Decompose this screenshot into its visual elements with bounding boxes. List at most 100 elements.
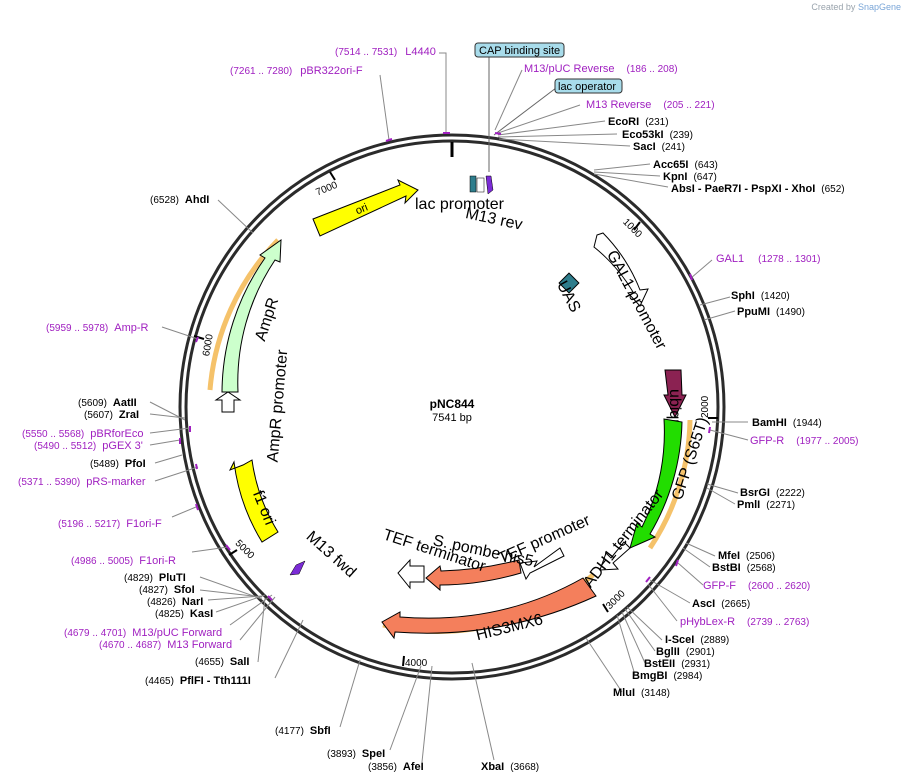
feature-ori-label: ori — [354, 202, 370, 218]
feature-gfp-shape — [629, 418, 683, 549]
boxed-lac-box — [554, 78, 623, 94]
enzyme-sbfi: (4177)SbfI — [275, 725, 331, 737]
tick-label-6000: 6000 — [201, 333, 216, 357]
primer-m13-puc-reverse: M13/pUC Reverse(186 .. 208) — [524, 63, 678, 75]
backbone-outer — [178, 133, 726, 681]
primer-pbrforeco: (5550 .. 5568)pBRforEco — [22, 428, 143, 440]
tick-label-7000: 7000 — [314, 180, 339, 199]
feature-m13-fwd-label: M13 fwd — [303, 528, 359, 581]
primer-m13-puc-forward: (4679 .. 4701)M13/pUC Forward — [64, 627, 222, 639]
tick-mark-3000 — [602, 603, 609, 613]
tick-mark-6000 — [193, 335, 205, 340]
feature-gal1-promoter-label: GAL1 promoter — [603, 248, 670, 353]
lac-box — [476, 177, 485, 193]
enzyme-spei: (3893)SpeI — [327, 748, 385, 760]
primer-pgex-3: (5490 .. 5512)pGEX 3' — [34, 440, 143, 452]
enzyme-kpni: KpnI(647) — [663, 171, 717, 183]
enzyme-mlui: MluI(3148) — [613, 687, 670, 699]
boxed-lac-label: lac operator — [558, 81, 616, 93]
primer-l4440: (7514 .. 7531)L4440 — [335, 46, 436, 58]
tick-mark-1000 — [633, 221, 641, 231]
enzyme-asci: AscI(2665) — [692, 598, 750, 610]
feature-ampr-label: AmpR — [252, 296, 282, 344]
enzyme-bsteii: BstEII(2931) — [644, 658, 710, 670]
boxed-lac-operator: lac operator — [493, 78, 623, 136]
enzyme-absi-group: AbsI - PaeR7I - PspXI - XhoI(652) — [671, 183, 845, 195]
enzyme-bglii: BglII(2901) — [656, 646, 715, 658]
snapgene-credit: Created by SnapGene — [811, 2, 901, 12]
enzyme-pmli: PmlI(2271) — [737, 499, 795, 511]
primer-m13-reverse: M13 Reverse(205 .. 221) — [586, 99, 715, 111]
primer-f1ori-r: (4986 .. 5005)F1ori-R — [71, 555, 176, 567]
enzyme-xbai: XbaI(3668) — [481, 761, 539, 773]
feature-uas-label: UAS — [553, 278, 583, 315]
enzyme-mfei: MfeI(2506) — [718, 550, 775, 562]
boxed-lac-leader — [493, 87, 557, 136]
primer-site-marks — [179, 132, 711, 601]
enzyme-kasi: (4825)KasI — [155, 608, 213, 620]
primer-gal1: GAL1(1278 .. 1301) — [716, 253, 820, 265]
backbone-inner — [184, 139, 720, 675]
boxed-cap-box — [474, 42, 565, 58]
enzyme-ahdi: (6528)AhdI — [150, 194, 209, 206]
enzyme-saci: SacI(241) — [633, 141, 685, 153]
enzyme-bsrgi: BsrGI(2222) — [740, 487, 805, 499]
feature-tef-promoter-shape — [519, 547, 565, 581]
enzyme-afei: (3856)AfeI — [368, 761, 424, 773]
highlight-gfp — [647, 419, 693, 550]
enzyme-sphi: SphI(1420) — [731, 290, 790, 302]
primer-phyblex-r: pHybLex-R(2739 .. 2763) — [680, 616, 809, 628]
enzyme-pfoi: (5489)PfoI — [90, 458, 146, 470]
enzyme-bamhi: BamHI(1944) — [752, 417, 822, 429]
m13-rev-shape — [485, 175, 494, 195]
enzyme-eco53ki: Eco53kI(239) — [622, 129, 693, 141]
tick-mark-4000 — [402, 655, 405, 667]
enzyme-ppumi: PpuMI(1490) — [737, 306, 805, 318]
enzyme-bmgbi: BmgBI(2984) — [632, 670, 702, 682]
primer-labels: (7514 .. 7531)L4440 (7261 .. 7280)pBR322… — [18, 46, 859, 651]
feature-gal1-promoter-shape — [593, 232, 649, 307]
feature-his5-shape — [425, 559, 522, 592]
tick-label-2000: 2000 — [700, 395, 711, 418]
enzyme-aatii: (5609)AatII — [78, 397, 137, 409]
enzyme-pluti: (4829)PluTI — [124, 572, 186, 584]
boxed-cap-label: CAP binding site — [479, 45, 560, 57]
feature-f1ori-shape — [228, 459, 279, 543]
primer-gfp-f: GFP-F(2600 .. 2620) — [703, 580, 810, 592]
tick-mark-7000 — [329, 171, 336, 181]
feature-adh1-terminator-shape — [599, 541, 631, 571]
leader-lines — [149, 52, 749, 763]
enzyme-acc65i: Acc65I(643) — [653, 159, 718, 171]
feature-ori-shape — [312, 178, 419, 237]
enzyme-pflfi-group: (4465)PflFI - Tth111I — [145, 675, 251, 687]
feature-m13-fwd-shape — [289, 560, 306, 576]
feature-ampr-shape — [221, 238, 282, 393]
enzyme-sfoi: (4827)SfoI — [139, 584, 195, 596]
feature-ubiquitin-shape — [663, 369, 687, 419]
ticks: 1000 2000 3000 4000 5000 6000 7000 — [193, 171, 718, 669]
primer-amp-r: (5959 .. 5978)Amp-R — [46, 322, 149, 334]
enzyme-zrai: (5607)ZraI — [84, 409, 139, 421]
lac-operator-shape — [469, 175, 477, 193]
enzyme-nari: (4826)NarI — [147, 596, 203, 608]
feature-ampr-promoter-shape — [214, 391, 242, 413]
enzyme-bstbi: BstBI(2568) — [712, 562, 776, 574]
enzyme-i-scei: I-SceI(2889) — [665, 634, 729, 646]
feature-ampr-promoter-label: AmpR promoter — [265, 348, 292, 463]
boxed-cap-binding-site: CAP binding site — [474, 42, 565, 172]
primer-pbr322ori-f: (7261 .. 7280)pBR322ori-F — [230, 65, 363, 77]
tick-label-4000: 4000 — [405, 658, 428, 669]
plasmid-name: pNC844 — [430, 397, 475, 411]
feature-tef-terminator-shape — [397, 558, 425, 590]
primer-f1ori-f: (5196 .. 5217)F1ori-F — [58, 518, 162, 530]
tick-mark-5000 — [228, 549, 238, 556]
enzyme-sali: (4655)SalI — [195, 656, 249, 668]
plasmid-length: 7541 bp — [432, 412, 472, 424]
enzyme-labels: EcoRI(231) Eco53kI(239) SacI(241) Acc65I… — [78, 116, 845, 773]
feature-uas-shape — [558, 272, 580, 294]
primer-gfp-r: GFP-R(1977 .. 2005) — [750, 435, 859, 447]
snapgene-brand: SnapGene — [857, 2, 901, 12]
feature-his3mx6-shape — [381, 577, 597, 640]
feature-lac-promoter-label: lac promoter — [415, 196, 505, 213]
